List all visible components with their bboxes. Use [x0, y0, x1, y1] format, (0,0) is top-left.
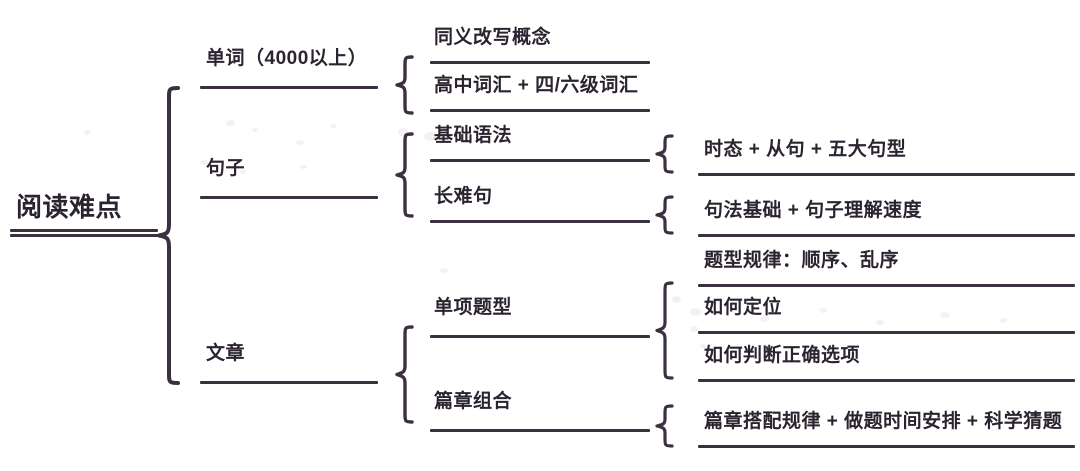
level3-node-combo-label: 篇章搭配规律 + 做题时间安排 + 科学猜题 [704, 411, 1063, 432]
level2-node-vocab-underline [430, 109, 650, 112]
brace-longsentence [654, 195, 676, 235]
paper-speckle [672, 296, 681, 303]
brace-sentences [394, 132, 416, 218]
level3-node-combo-underline [698, 445, 1075, 448]
level2-node-singleq-label: 单项题型 [434, 297, 513, 318]
level1-node-sentences-underline [200, 196, 378, 199]
level2-node-passagecombo-label: 篇章组合 [434, 391, 513, 412]
paper-speckle [296, 140, 304, 145]
level1-node-sentences[interactable]: 句子 [200, 156, 378, 202]
level2-node-vocab[interactable]: 高中词汇 + 四/六级词汇 [430, 74, 650, 116]
level3-node-locate[interactable]: 如何定位 [698, 296, 1075, 338]
level2-node-longsentence-underline [430, 220, 650, 223]
level1-node-articles-label: 文章 [206, 343, 246, 364]
brace-articles [394, 325, 416, 424]
level3-node-locate-underline [698, 331, 1075, 334]
level3-node-tense-label: 时态 + 从句 + 五大句型 [704, 139, 907, 160]
level3-node-syntax-label: 句法基础 + 句子理解速度 [704, 200, 923, 221]
root-node-underline [10, 229, 158, 237]
root-node[interactable]: 阅读难点 [10, 180, 160, 242]
level2-node-passagecombo-underline [430, 429, 650, 432]
level3-node-qpattern[interactable]: 题型规律：顺序、乱序 [698, 249, 1075, 291]
paper-speckle [226, 120, 235, 126]
paper-speckle [252, 128, 258, 132]
level3-node-judge-underline [698, 379, 1075, 382]
root-node-label: 阅读难点 [16, 192, 123, 222]
level3-node-judge-label: 如何判断正确选项 [704, 345, 861, 366]
level2-node-passagecombo[interactable]: 篇章组合 [430, 390, 650, 436]
brace-basicgrammar [654, 134, 676, 174]
brace-words [394, 55, 416, 115]
level2-node-singleq[interactable]: 单项题型 [430, 296, 650, 342]
level2-node-longsentence[interactable]: 长难句 [430, 185, 650, 227]
level1-node-words-underline [200, 86, 378, 89]
level2-node-basicgrammar-underline [430, 159, 650, 162]
level2-node-synonym-underline [430, 61, 650, 64]
level2-node-basicgrammar-label: 基础语法 [434, 125, 513, 146]
level1-node-articles-underline [200, 381, 378, 384]
brace-singleq [654, 281, 676, 380]
level1-node-articles[interactable]: 文章 [200, 341, 378, 387]
level1-node-sentences-label: 句子 [206, 158, 246, 179]
paper-speckle [84, 130, 91, 135]
level2-node-synonym[interactable]: 同义改写概念 [430, 26, 650, 68]
brace-passagecombo [654, 404, 676, 448]
level2-node-basicgrammar[interactable]: 基础语法 [430, 124, 650, 166]
level2-node-singleq-underline [430, 335, 650, 338]
level2-node-longsentence-label: 长难句 [434, 186, 493, 207]
level1-node-words-label: 单词（4000以上） [206, 48, 368, 69]
paper-speckle [398, 128, 408, 136]
paper-speckle [660, 150, 667, 155]
level3-node-syntax-underline [698, 234, 1075, 237]
level3-node-qpattern-underline [698, 284, 1075, 287]
level3-node-tense[interactable]: 时态 + 从句 + 五大句型 [698, 138, 1075, 180]
paper-speckle [440, 268, 448, 273]
level3-node-tense-underline [698, 173, 1075, 176]
level2-node-synonym-label: 同义改写概念 [434, 27, 552, 48]
paper-speckle [330, 124, 337, 128]
level3-node-combo[interactable]: 篇章搭配规律 + 做题时间安排 + 科学猜题 [698, 410, 1075, 452]
level3-node-qpattern-label: 题型规律：顺序、乱序 [704, 250, 900, 271]
level3-node-locate-label: 如何定位 [704, 297, 783, 318]
level2-node-vocab-label: 高中词汇 + 四/六级词汇 [434, 75, 639, 96]
level3-node-judge[interactable]: 如何判断正确选项 [698, 344, 1075, 386]
level1-node-words[interactable]: 单词（4000以上） [200, 46, 378, 92]
paper-speckle [690, 326, 698, 332]
level3-node-syntax[interactable]: 句法基础 + 句子理解速度 [698, 199, 1075, 241]
